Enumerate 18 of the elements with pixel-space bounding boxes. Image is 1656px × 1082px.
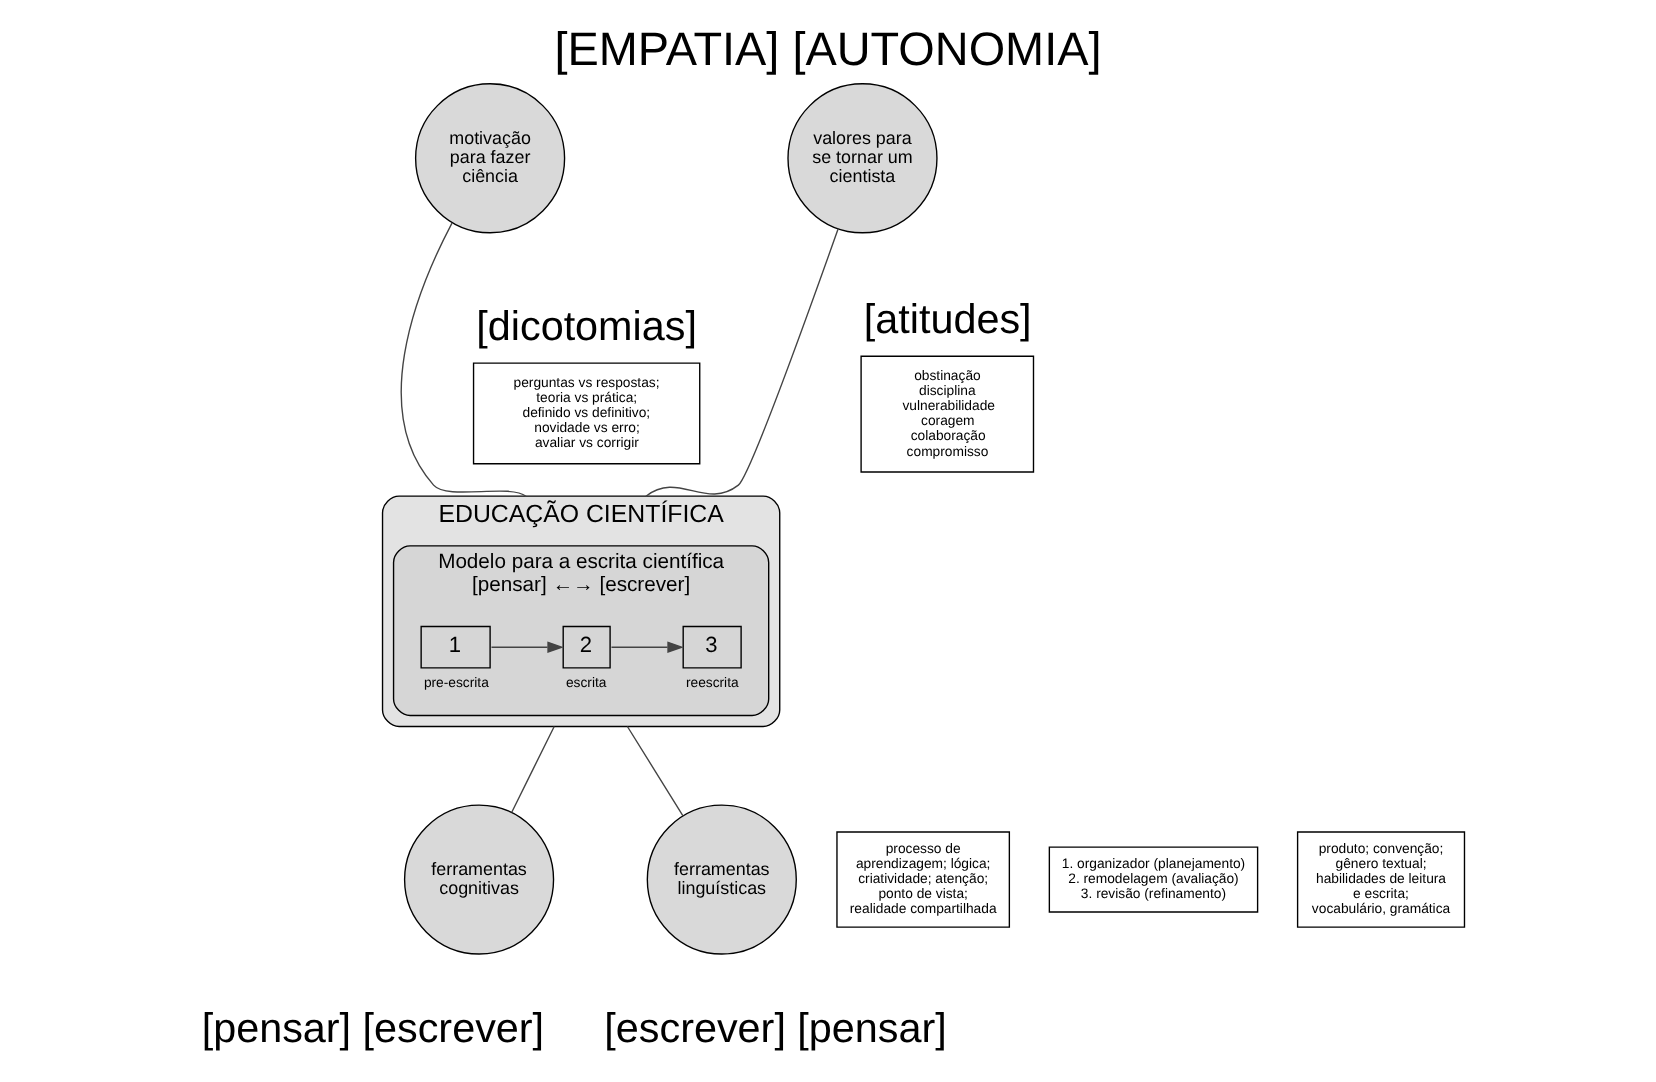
label: [escrever] [pensar] — [604, 1006, 947, 1053]
arrow — [490, 641, 564, 653]
diagram-title: [EMPATIA] [AUTONOMIA] — [554, 22, 1102, 75]
connector — [510, 725, 555, 814]
node-label: [dicotomias] — [476, 303, 697, 350]
node-circle: valores para se tornar um cientista — [787, 83, 938, 234]
node-box: 2 — [562, 625, 611, 669]
label: [pensar] [escrever] — [201, 1006, 545, 1053]
connector — [626, 725, 684, 817]
node-circle: ferramentas cognitivas — [403, 804, 555, 955]
connector — [400, 222, 527, 497]
node-box: 1 — [420, 625, 491, 669]
connector — [645, 228, 839, 497]
arrow — [610, 641, 684, 653]
node-circle: motivação para fazer ciência — [414, 83, 566, 234]
node-box: 3 — [682, 625, 742, 669]
node-circle: ferramentas linguísticas — [646, 804, 797, 955]
node-label: [atitudes] — [863, 296, 1032, 343]
